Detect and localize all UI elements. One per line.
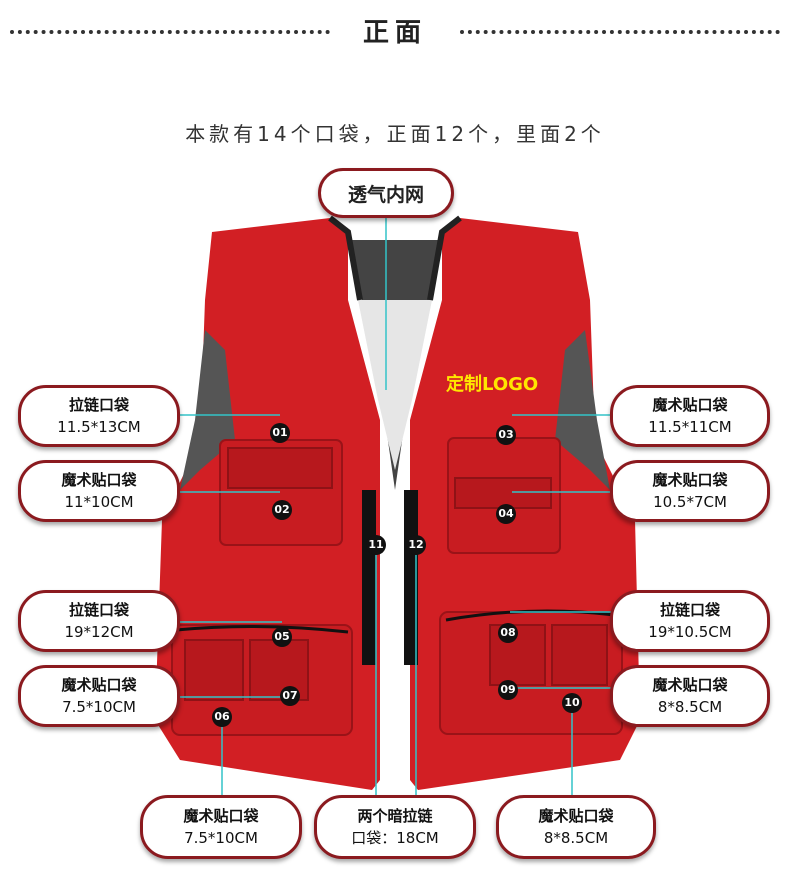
callout-name: 拉链口袋: [68, 396, 129, 414]
callout-pocket-05: 拉链口袋 19*12CM: [18, 590, 180, 652]
callout-size: 7.5*10CM: [184, 829, 258, 847]
pocket-06-flap: [184, 639, 244, 701]
callout-name: 魔术贴口袋: [652, 676, 728, 694]
callout-size: 19*12CM: [64, 623, 134, 641]
leader-lines: [180, 218, 612, 795]
callout-size: 8*8.5CM: [543, 829, 609, 847]
callout-size: 11.5*11CM: [648, 418, 732, 436]
callout-name: 魔术贴口袋: [652, 396, 728, 414]
callout-name: 魔术贴口袋: [538, 807, 614, 825]
callout-pocket-01: 拉链口袋 11.5*13CM: [18, 385, 180, 447]
callout-pocket-03: 魔术贴口袋 11.5*11CM: [610, 385, 770, 447]
pocket-number-02: 02: [272, 500, 292, 520]
callout-size: 7.5*10CM: [62, 698, 136, 716]
pocket-number-04: 04: [496, 504, 516, 524]
pocket-number-11: 11: [366, 535, 386, 555]
callout-size: 8*8.5CM: [657, 698, 723, 716]
pocket-07-flap: [249, 639, 309, 701]
pocket-number-09: 09: [498, 680, 518, 700]
callout-pocket-02: 魔术贴口袋 11*10CM: [18, 460, 180, 522]
callout-pocket-09: 魔术贴口袋 8*8.5CM: [610, 665, 770, 727]
callout-name: 魔术贴口袋: [183, 807, 259, 825]
callout-name: 拉链口袋: [659, 601, 720, 619]
callout-name: 魔术贴口袋: [61, 471, 137, 489]
callout-size: 10.5*7CM: [653, 493, 727, 511]
callout-size: 11.5*13CM: [57, 418, 141, 436]
custom-logo-text: 定制LOGO: [446, 374, 539, 395]
callout-name: 两个暗拉链: [357, 807, 433, 825]
pocket-02-flap: [227, 447, 333, 489]
callout-mesh-name: 透气内网: [347, 183, 424, 206]
mesh-lining-center: [358, 300, 432, 470]
page-title: 正面: [362, 18, 427, 48]
pocket-number-07: 07: [280, 686, 300, 706]
pocket-10-flap: [551, 624, 608, 686]
pocket-04-flap: [454, 477, 552, 509]
pocket-summary: 本款有14个口袋，正面12个，里面2个: [185, 122, 605, 146]
pocket-number-06: 06: [212, 707, 232, 727]
callout-name: 拉链口袋: [68, 601, 129, 619]
callout-name: 魔术贴口袋: [652, 471, 728, 489]
callout-pocket-07: 魔术贴口袋 7.5*10CM: [18, 665, 180, 727]
center-zipper-right: [404, 490, 418, 665]
callout-size: 19*10.5CM: [648, 623, 732, 641]
dotted-divider-right: [460, 30, 780, 34]
callout-pocket-10: 魔术贴口袋 8*8.5CM: [496, 795, 656, 859]
callout-pocket-08: 拉链口袋 19*10.5CM: [610, 590, 770, 652]
callout-mesh-lining: 透气内网: [318, 168, 454, 218]
pocket-number-05: 05: [272, 627, 292, 647]
pocket-number-01: 01: [270, 423, 290, 443]
callout-size: 11*10CM: [64, 493, 134, 511]
pocket-05-zipper: [175, 624, 349, 634]
mesh-lining-right: [555, 330, 610, 490]
pocket-number-03: 03: [496, 425, 516, 445]
callout-pocket-04: 魔术贴口袋 10.5*7CM: [610, 460, 770, 522]
center-zipper-left: [362, 490, 376, 665]
collar-trim: [328, 215, 462, 301]
pocket-number-12: 12: [406, 535, 426, 555]
callout-name: 魔术贴口袋: [61, 676, 137, 694]
pocket-number-08: 08: [498, 623, 518, 643]
callout-hidden-zippers: 两个暗拉链 口袋：18CM: [314, 795, 476, 859]
dotted-divider-left: [10, 30, 330, 34]
callout-pocket-06: 魔术贴口袋 7.5*10CM: [140, 795, 302, 859]
callout-size: 口袋：18CM: [351, 829, 439, 847]
pocket-number-10: 10: [562, 693, 582, 713]
